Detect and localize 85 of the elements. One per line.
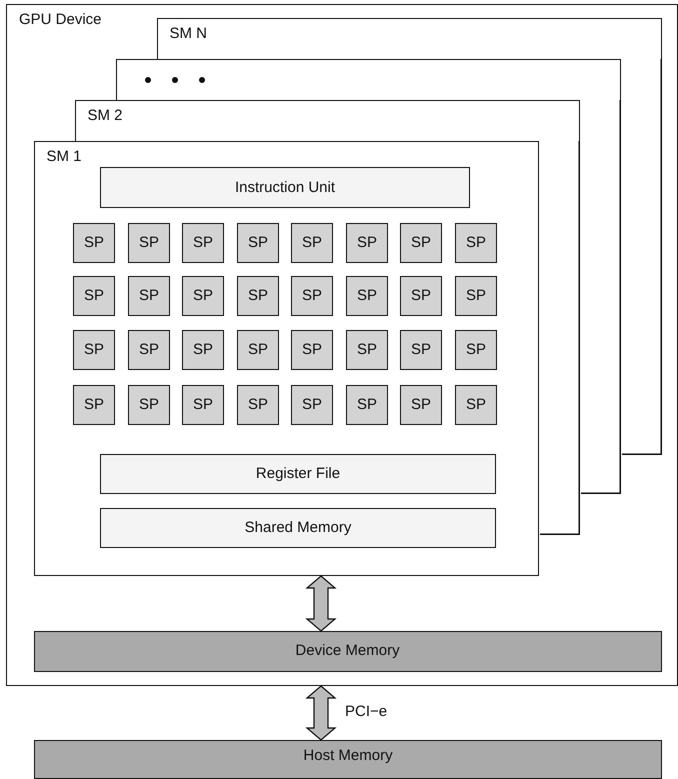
- core-box: [182, 223, 224, 263]
- core-box: [346, 330, 388, 370]
- stacked-card: [116, 58, 620, 100]
- core-box: [291, 385, 333, 425]
- unit-box: [100, 454, 496, 494]
- box-label: SP: [84, 234, 104, 252]
- container-box: [34, 140, 538, 576]
- box-label: SP: [192, 341, 213, 359]
- box-label: Device Memory: [295, 642, 400, 660]
- box-label: SP: [356, 341, 377, 359]
- box-label: SP: [84, 287, 104, 305]
- box-label: SP: [466, 287, 486, 305]
- box-label: SP: [356, 234, 377, 252]
- box-label: SP: [248, 287, 268, 305]
- box-label: SP: [138, 396, 159, 414]
- container-box: [6, 4, 678, 686]
- box-label: SP: [192, 396, 213, 414]
- double-arrow: [305, 685, 337, 741]
- box-label: SP: [302, 341, 322, 359]
- core-box: [455, 330, 497, 370]
- box-label: SP: [84, 396, 104, 414]
- core-box: [346, 276, 388, 316]
- core-box: [73, 385, 115, 425]
- core-box: [128, 330, 170, 370]
- box-label: SP: [302, 396, 322, 414]
- stacked-card: [156, 18, 662, 58]
- core-box: [346, 385, 388, 425]
- core-box: [128, 276, 170, 316]
- memory-bar: [34, 740, 662, 779]
- box-label: SP: [410, 341, 431, 359]
- box-label: SP: [138, 234, 159, 252]
- box-label: SP: [302, 287, 322, 305]
- core-box: [455, 223, 497, 263]
- box-label: SP: [302, 234, 322, 252]
- stacked-card: [74, 100, 580, 140]
- core-box: [73, 276, 115, 316]
- box-label: SP: [192, 287, 213, 305]
- box-label: SP: [192, 234, 213, 252]
- box-label: SP: [248, 396, 268, 414]
- unit-box: [100, 167, 470, 208]
- box-label: SM N: [170, 24, 207, 42]
- core-box: [400, 276, 442, 316]
- core-box: [73, 223, 115, 263]
- core-box: [400, 223, 442, 263]
- memory-bar: [34, 630, 662, 672]
- core-box: [346, 223, 388, 263]
- box-label: SP: [248, 234, 268, 252]
- core-box: [73, 330, 115, 370]
- box-label: SP: [84, 341, 104, 359]
- box-label: SM 1: [46, 148, 82, 166]
- unit-box: [100, 508, 496, 548]
- box-label: SP: [466, 396, 486, 414]
- core-box: [237, 385, 279, 425]
- box-label: SP: [248, 341, 268, 359]
- core-box: [400, 330, 442, 370]
- core-box: [455, 385, 497, 425]
- core-box: [237, 276, 279, 316]
- core-box: [291, 223, 333, 263]
- core-box: [182, 330, 224, 370]
- box-label: SP: [466, 234, 486, 252]
- box-label: Host Memory: [303, 747, 393, 765]
- box-label: SP: [356, 287, 377, 305]
- box-label: GPU Device: [19, 11, 102, 29]
- box-label: SM 2: [88, 106, 123, 124]
- core-box: [455, 276, 497, 316]
- box-label: SP: [356, 396, 377, 414]
- box-label: SP: [410, 234, 431, 252]
- double-arrow: [305, 575, 337, 632]
- core-box: [400, 385, 442, 425]
- box-label: Shared Memory: [244, 519, 352, 537]
- core-box: [128, 223, 170, 263]
- core-box: [237, 330, 279, 370]
- box-label: SP: [410, 287, 431, 305]
- core-box: [237, 223, 279, 263]
- box-label: SP: [410, 396, 431, 414]
- core-box: [182, 385, 224, 425]
- core-box: [291, 330, 333, 370]
- core-box: [291, 276, 333, 316]
- box-label: Register File: [256, 465, 340, 483]
- core-box: [182, 276, 224, 316]
- core-box: [128, 385, 170, 425]
- box-label: SP: [138, 287, 159, 305]
- box-label: SP: [466, 341, 486, 359]
- box-label: Instruction Unit: [234, 178, 336, 196]
- box-label: SP: [138, 341, 159, 359]
